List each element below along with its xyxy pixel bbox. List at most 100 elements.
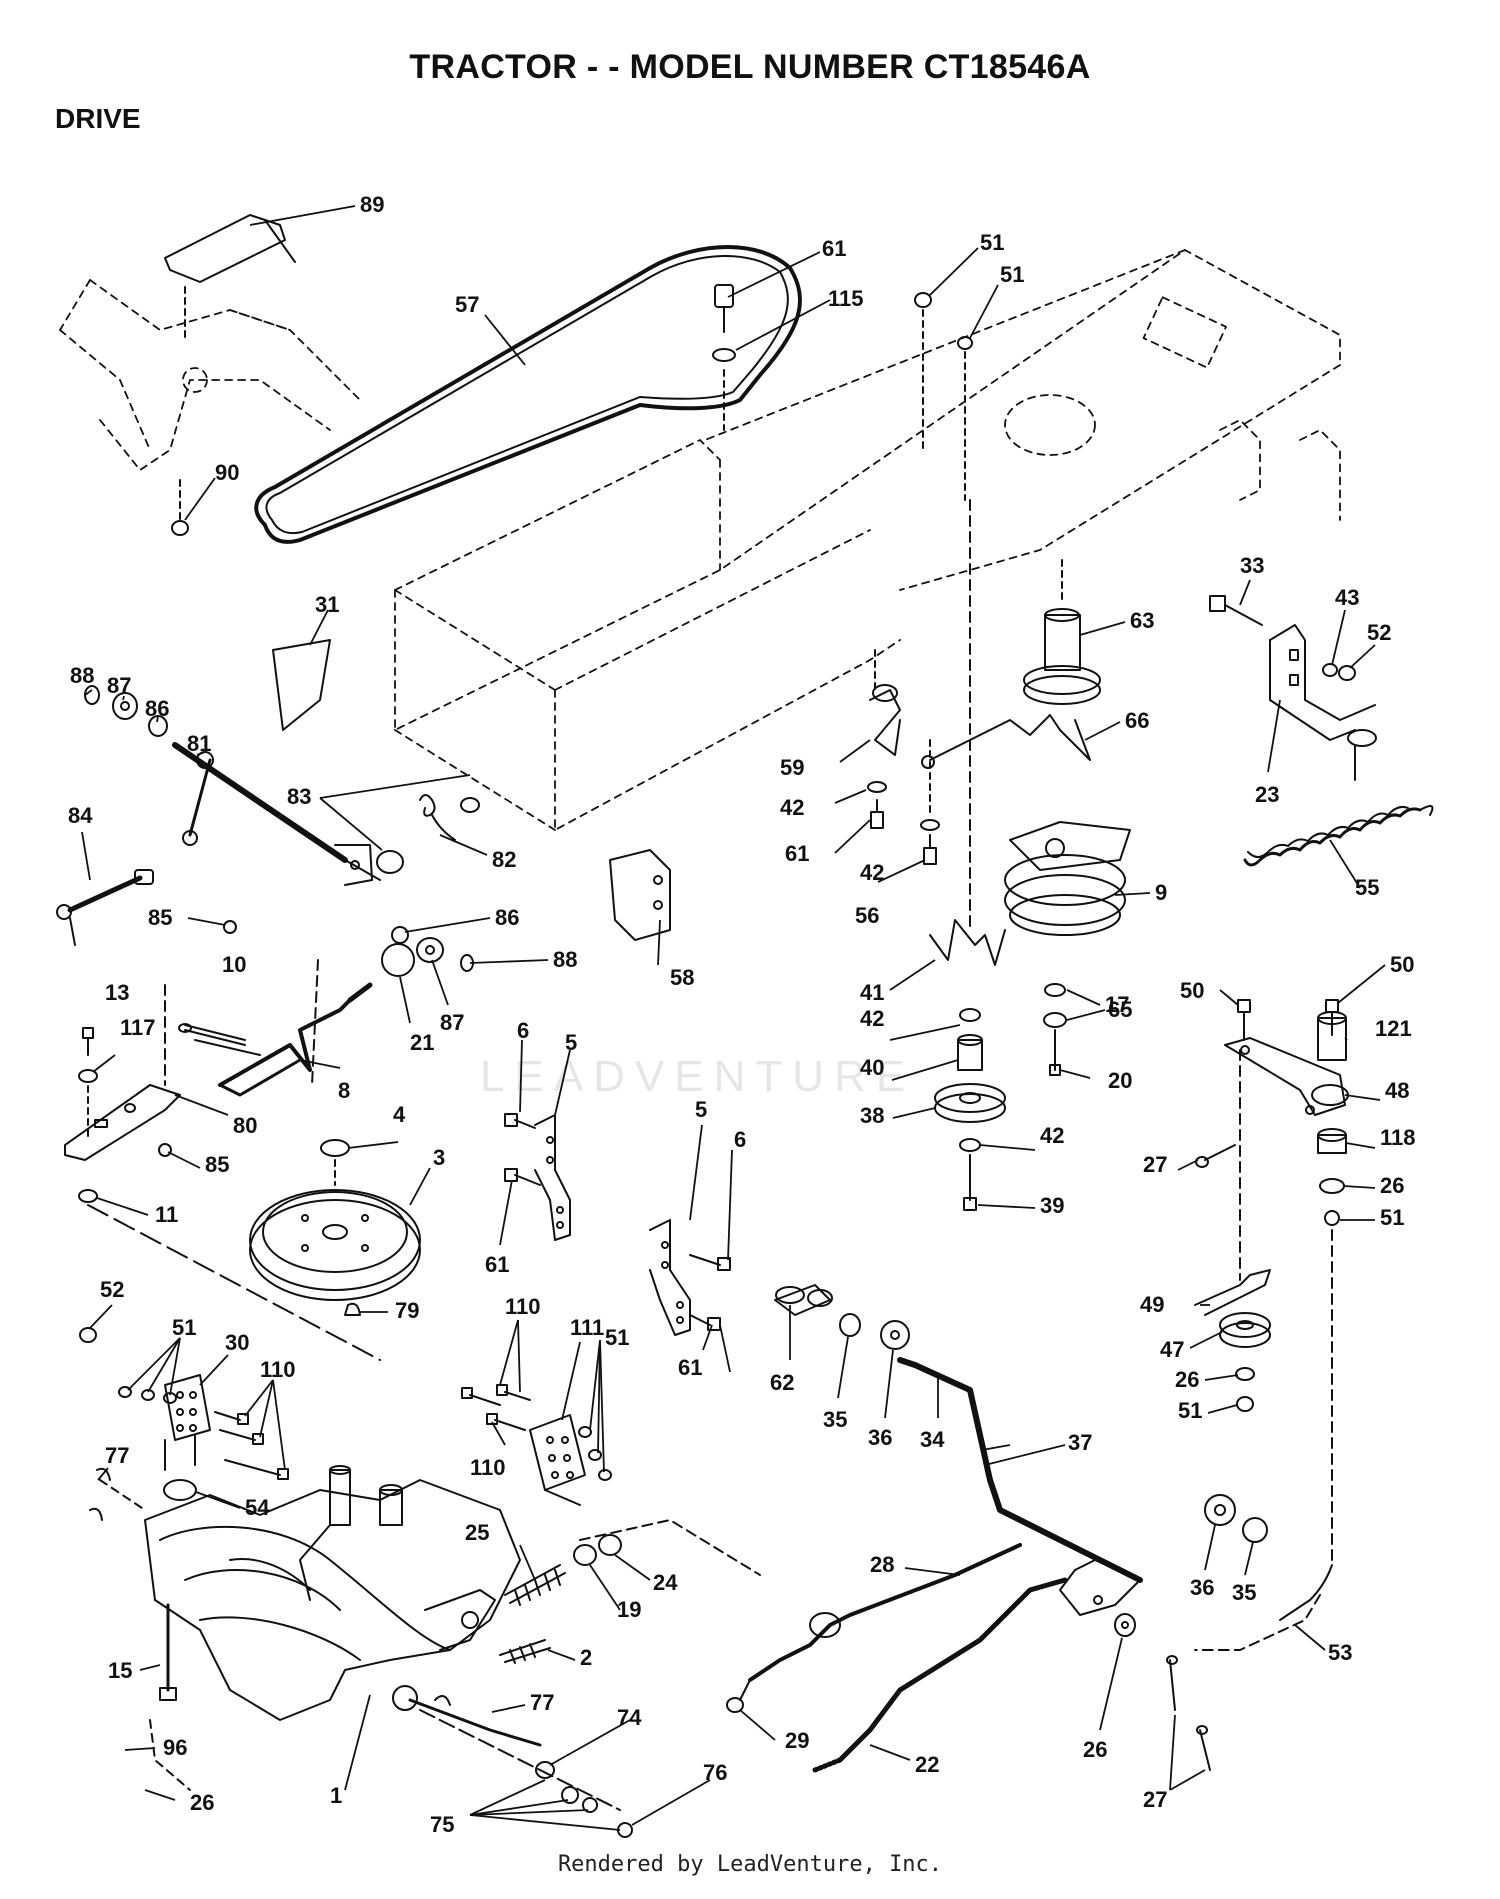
callout-115: 115 [828,286,864,311]
part-110-bolts-middle [461,1384,531,1431]
callout-37: 37 [1068,1430,1092,1455]
part-9-electric-clutch [1004,821,1131,936]
part-51-nuts-left [118,1386,177,1404]
callout-61: 61 [678,1355,702,1380]
callout-24: 24 [653,1570,678,1595]
part-6-61-bolts-lower [689,1254,731,1331]
callout-42: 42 [860,860,884,885]
callout-38: 38 [860,1103,884,1128]
callout-5: 5 [565,1030,577,1055]
callout-118: 118 [1380,1125,1416,1150]
callout-65: 65 [1108,997,1132,1022]
callout-88: 88 [553,947,577,972]
callout-79: 79 [395,1298,419,1323]
callout-9: 9 [1155,880,1167,905]
fender-outline [59,279,361,471]
footer-credit: Rendered by LeadVenture, Inc. [557,1852,943,1877]
part-26-51-lower [1235,1367,1255,1412]
callout-42: 42 [860,1006,884,1031]
callout-27: 27 [1143,1787,1167,1812]
part-29-end [726,1679,751,1713]
part-19-24-nuts [573,1534,622,1566]
callout-4: 4 [393,1102,406,1127]
part-55-spring [1243,805,1434,867]
part-26-51-right-stack [1194,1178,1345,1651]
callout-30: 30 [225,1330,249,1355]
callout-74: 74 [617,1705,642,1730]
diagram-title: TRACTOR - - MODEL NUMBER CT18546A [409,48,1091,86]
callout-76: 76 [703,1760,727,1785]
callout-57: 57 [455,292,479,317]
part-1-transaxle [144,1465,542,1791]
part-51-nut-top [914,292,973,501]
part-83-washers [376,797,480,874]
callout-33: 33 [1240,553,1264,578]
part-22-rod [812,1559,1141,1773]
part-82-spring [419,794,456,841]
callout-51: 51 [605,1325,629,1350]
callout-labels: 89 57 61 115 51 51 90 31 63 33 43 52 88 … [68,192,1416,1837]
callout-111: 111 [570,1315,604,1340]
callout-110: 110 [260,1357,296,1382]
callout-87: 87 [440,1010,464,1035]
part-21-knob [311,943,415,1086]
callout-51: 51 [1380,1205,1404,1230]
callout-117: 117 [120,1015,156,1040]
part-81-shaft [172,742,381,881]
part-89-plate [164,214,296,341]
callout-21: 21 [410,1030,434,1055]
callout-26: 26 [1083,1737,1107,1762]
part-63-spacer [1023,559,1101,705]
callout-52: 52 [1367,620,1391,645]
callout-63: 63 [1130,608,1154,633]
part-90-nut [171,479,189,536]
part-80-bracket [64,1084,181,1161]
leader-lines [81,205,1386,1831]
callout-40: 40 [860,1055,884,1080]
part-bracket-near-83 [334,844,373,886]
tractor-frame-outline [394,249,1341,831]
part-117-washer [78,1069,98,1083]
callout-77: 77 [530,1690,554,1715]
callout-6: 6 [734,1127,746,1152]
callout-2: 2 [580,1645,592,1670]
part-85-11-nuts [78,984,381,1361]
part-84-link [56,869,154,946]
part-85-nut-top [223,920,237,934]
callout-26: 26 [190,1790,214,1815]
part-8-shift-rod [218,982,373,1097]
part-31-heat-shield [272,639,331,731]
part-10-cotter-pins [178,1023,261,1056]
part-17-65-20-stack [1043,983,1067,1076]
callout-11: 11 [155,1202,178,1227]
callout-10: 10 [222,952,246,977]
callout-35: 35 [1232,1580,1256,1605]
part-88-clip-top [84,685,100,705]
part-2-spring [499,1639,551,1664]
part-47-pulley [1219,1312,1271,1348]
callout-23: 23 [1255,782,1279,807]
part-59-clip [869,649,901,756]
callout-29: 29 [785,1728,809,1753]
part-15-bolt [159,1603,177,1701]
section-heading: DRIVE [55,103,141,134]
callout-55: 55 [1355,875,1379,900]
callout-90: 90 [215,460,239,485]
callout-25: 25 [465,1520,489,1545]
callout-42: 42 [780,795,804,820]
callout-80: 80 [233,1113,257,1138]
callout-26: 26 [1175,1367,1199,1392]
part-74-75-76-axle-hardware [419,1519,761,1838]
callout-22: 22 [915,1752,939,1777]
callout-20: 20 [1108,1068,1132,1093]
callout-87: 87 [107,673,131,698]
callout-17: 17 [1105,992,1129,1017]
part-36-35-right [1204,1494,1268,1543]
callout-86: 86 [145,696,169,721]
callout-52: 52 [100,1277,124,1302]
part-5-bracket-lower [649,1219,691,1336]
callout-48: 48 [1385,1078,1409,1103]
callout-47: 47 [1160,1337,1184,1362]
callout-54: 54 [245,1495,270,1520]
